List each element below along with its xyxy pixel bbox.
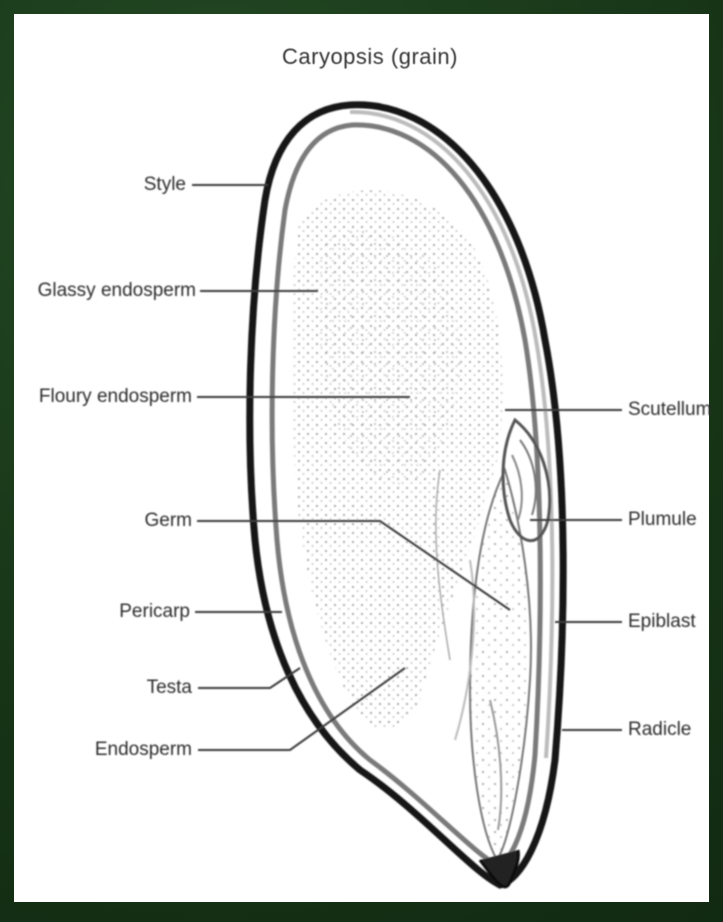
label-epiblast: Epiblast: [628, 611, 696, 633]
label-glassy-endosperm: Glassy endosperm: [16, 280, 196, 302]
scutellum-shape: [503, 420, 550, 541]
label-endosperm: Endosperm: [60, 739, 192, 761]
label-scutellum: Scutellum: [628, 399, 711, 421]
label-germ: Germ: [100, 510, 192, 532]
label-plumule: Plumule: [628, 509, 697, 531]
label-pericarp: Pericarp: [80, 601, 190, 623]
label-radicle: Radicle: [628, 719, 691, 741]
label-testa: Testa: [100, 677, 192, 699]
label-floury-endosperm: Floury endosperm: [16, 386, 192, 408]
label-style: Style: [90, 174, 186, 196]
